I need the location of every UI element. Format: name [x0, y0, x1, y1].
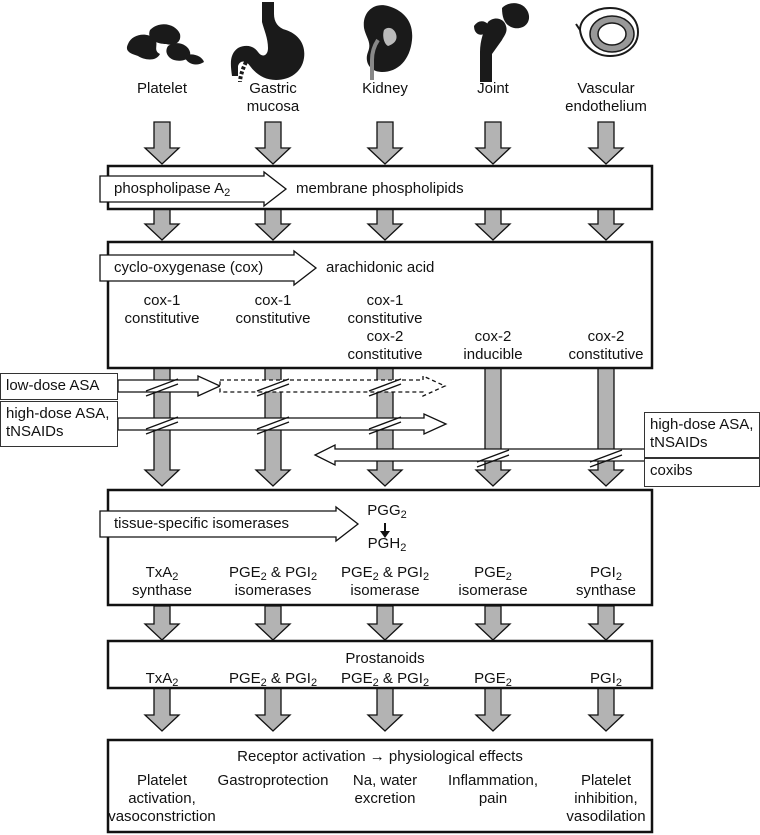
break-mark — [256, 378, 290, 392]
flow-arrow — [474, 605, 512, 641]
low-dose-asa-arrow — [117, 374, 222, 398]
flow-arrow — [474, 366, 512, 487]
isomerase-box — [106, 488, 654, 607]
flow-arrow — [587, 366, 625, 487]
break-mark — [145, 416, 179, 430]
low-dose-asa-label: low-dose ASA — [0, 373, 118, 400]
phospholipase-label: phospholipase A2 — [114, 180, 231, 199]
prostanoid-box — [106, 639, 654, 690]
flow-arrow — [474, 685, 512, 732]
effect-label: Gastroprotection — [217, 772, 329, 789]
high-dose-asa-right-arrow — [313, 443, 646, 467]
break-mark — [589, 454, 623, 468]
effect-label: Inflammation,pain — [447, 772, 539, 807]
effects-box — [106, 738, 654, 834]
organ-icons — [126, 2, 640, 83]
flow-arrow — [143, 685, 181, 732]
break-mark — [476, 449, 510, 463]
pgg-to-pgh-arrowhead — [380, 531, 390, 538]
flow-arrow — [474, 121, 512, 165]
break-mark — [368, 416, 402, 430]
flow-arrow — [587, 685, 625, 732]
membrane-phospholipids-label: membrane phospholipids — [296, 180, 464, 197]
coxibs-label: coxibs — [644, 458, 760, 487]
organ-label: Platelet — [136, 80, 188, 97]
break-mark — [256, 421, 290, 435]
flow-arrow — [366, 605, 404, 641]
break-mark — [476, 454, 510, 468]
isomerase-arrow — [99, 505, 360, 543]
phospholipase-arrow — [99, 170, 288, 208]
break-mark — [145, 383, 179, 397]
cyclooxygenase-label: cyclo-oxygenase (cox) — [114, 259, 264, 276]
break-mark — [256, 416, 290, 430]
prostanoids-title: Prostanoids — [345, 650, 425, 667]
flow-arrow — [366, 121, 404, 165]
prostanoid-label: PGI2 — [590, 670, 622, 689]
prostanoid-label: TxA2 — [145, 670, 179, 689]
high-dose-asa-right-label: high-dose ASA,tNSAIDs — [644, 412, 760, 458]
flow-arrow — [587, 121, 625, 165]
organ-label: Kidney — [362, 80, 408, 97]
break-mark — [145, 421, 179, 435]
high-dose-asa-left-label: high-dose ASA,tNSAIDs — [0, 401, 118, 447]
break-mark — [256, 383, 290, 397]
flow-arrow — [143, 121, 181, 165]
effects-title: Receptor activation → physiological effe… — [237, 748, 523, 765]
flow-arrow — [143, 605, 181, 641]
break-mark — [368, 421, 402, 435]
stomach-icon — [230, 2, 305, 83]
break-mark — [589, 449, 623, 463]
isomerase-label: tissue-specific isomerases — [114, 515, 290, 532]
flow-arrow — [254, 121, 292, 165]
organ-label: Joint — [477, 80, 509, 97]
platelets-icon — [126, 24, 204, 65]
break-mark — [368, 378, 402, 392]
pgh2-label: PGH2 — [367, 535, 407, 554]
break-mark — [368, 383, 402, 397]
flow-arrow — [254, 685, 292, 732]
prostanoid-label: PGE2 — [474, 670, 512, 689]
flow-arrow — [366, 685, 404, 732]
prostanoid-label: PGE2 & PGI2 — [340, 670, 430, 689]
kidney-icon — [363, 5, 413, 80]
arachidonic-acid-label: arachidonic acid — [326, 259, 435, 276]
vessel-icon — [575, 6, 640, 58]
prostanoid-label: PGE2 & PGI2 — [228, 670, 318, 689]
break-mark — [145, 378, 179, 392]
low-dose-asa-dashed-arrow — [219, 374, 447, 398]
flow-arrow — [254, 605, 292, 641]
flow-arrow — [587, 605, 625, 641]
cyclooxygenase-arrow — [99, 249, 318, 287]
pgg2-label: PGG2 — [367, 502, 407, 521]
joint-icon — [474, 3, 530, 82]
